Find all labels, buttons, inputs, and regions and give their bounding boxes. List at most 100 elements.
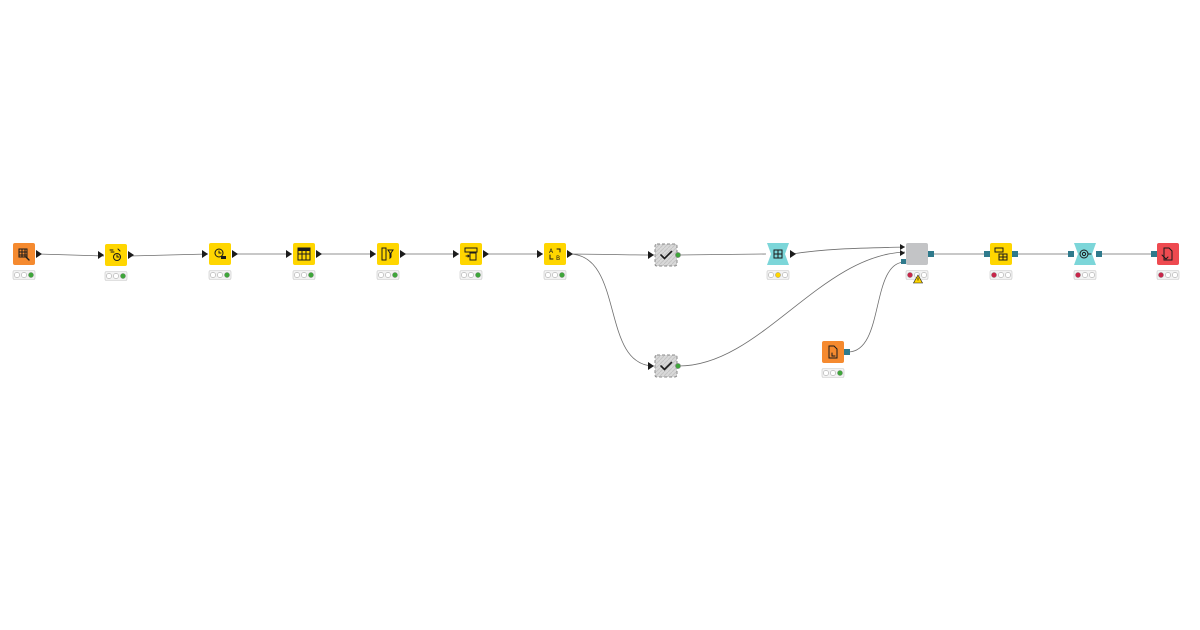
model-table-icon: [994, 247, 1008, 261]
status-light: [113, 273, 119, 279]
checkmark-icon: [660, 361, 673, 371]
node-body[interactable]: [654, 243, 678, 267]
workflow-node-file-reader[interactable]: [821, 341, 850, 378]
workflow-node-checkmark[interactable]: [648, 243, 681, 267]
workflow-node-datetime-extract[interactable]: [202, 243, 238, 280]
workflow-node-string-to-datetime[interactable]: [98, 244, 134, 281]
node-status-indicator: [543, 270, 567, 280]
node-body[interactable]: [105, 244, 127, 266]
workflow-node-model-predictor[interactable]: [1068, 243, 1102, 280]
workflow-node-checkmark[interactable]: [648, 354, 681, 378]
node-status-indicator: [208, 270, 232, 280]
status-light: [545, 272, 551, 278]
output-port-model[interactable]: [1096, 251, 1102, 257]
connection-line[interactable]: [847, 261, 906, 353]
workflow-node-model-learner[interactable]: [766, 243, 796, 280]
output-port-data[interactable]: [400, 250, 406, 258]
workflow-node-model-table[interactable]: [984, 243, 1018, 280]
output-port-data[interactable]: [232, 250, 238, 258]
status-light: [823, 370, 829, 376]
output-port-data[interactable]: [790, 250, 796, 258]
workflow-node-table-reader[interactable]: [12, 243, 42, 280]
input-port-data[interactable]: [900, 244, 905, 250]
status-light: [301, 272, 307, 278]
node-body[interactable]: [822, 341, 844, 363]
connection-line[interactable]: [568, 253, 655, 256]
node-status-indicator: [766, 270, 790, 280]
node-status-indicator: [1073, 270, 1097, 280]
status-light: [998, 272, 1004, 278]
output-port-variable[interactable]: [675, 252, 681, 258]
column-filter-icon: [381, 247, 394, 261]
status-light: [907, 272, 913, 278]
connection-line[interactable]: [678, 251, 906, 367]
node-status-indicator: [989, 270, 1013, 280]
input-port-data[interactable]: [900, 250, 905, 256]
node-body[interactable]: [654, 354, 678, 378]
status-light: [1172, 272, 1178, 278]
pivot-table-icon: [297, 247, 311, 261]
output-port-model[interactable]: [1012, 251, 1018, 257]
input-port-model[interactable]: [1068, 251, 1074, 257]
output-port-data[interactable]: [36, 250, 42, 258]
input-port-data[interactable]: [286, 250, 292, 258]
column-resorter-icon: [464, 247, 478, 261]
output-port-data[interactable]: [483, 250, 489, 258]
workflow-node-column-filter[interactable]: [370, 243, 406, 280]
status-light: [830, 370, 836, 376]
output-port-model[interactable]: [844, 349, 850, 355]
status-light: [837, 370, 843, 376]
node-body[interactable]: [377, 243, 399, 265]
status-light: [28, 272, 34, 278]
node-status-indicator: [292, 270, 316, 280]
connection-line[interactable]: [678, 253, 767, 256]
input-port-data[interactable]: [537, 250, 543, 258]
input-port-data[interactable]: [370, 250, 376, 258]
workflow-node-pivot-table[interactable]: [286, 243, 322, 280]
input-port-model[interactable]: [984, 251, 990, 257]
connection-line[interactable]: [37, 253, 105, 257]
status-light: [1089, 272, 1095, 278]
status-light: [224, 272, 230, 278]
workflow-node-model-writer[interactable]: [1151, 243, 1180, 280]
output-port-model[interactable]: [928, 251, 934, 257]
input-port-model[interactable]: [901, 259, 906, 264]
connection-line[interactable]: [568, 253, 655, 367]
status-light: [21, 272, 27, 278]
workflow-node-metanode[interactable]: [900, 243, 934, 284]
output-port-variable[interactable]: [675, 363, 681, 369]
input-port-data[interactable]: [648, 251, 654, 259]
connection-line[interactable]: [129, 253, 209, 257]
column-rename-icon: AB: [549, 248, 561, 262]
status-light: [782, 272, 788, 278]
status-light: [559, 272, 565, 278]
status-light: [1005, 272, 1011, 278]
input-port-data[interactable]: [453, 250, 459, 258]
node-body[interactable]: [209, 243, 231, 265]
node-body[interactable]: [1157, 243, 1179, 265]
input-port-data[interactable]: [98, 251, 104, 259]
output-port-data[interactable]: [316, 250, 322, 258]
workflow-node-column-resorter[interactable]: [453, 243, 489, 280]
input-port-model[interactable]: [1151, 251, 1157, 257]
node-body[interactable]: [1074, 243, 1096, 265]
input-port-data[interactable]: [648, 362, 654, 370]
node-body[interactable]: [13, 243, 35, 265]
status-light: [385, 272, 391, 278]
node-status-indicator: [1156, 270, 1180, 280]
status-light: [392, 272, 398, 278]
output-port-data[interactable]: [128, 251, 134, 259]
svg-text:A: A: [549, 248, 554, 255]
svg-text:B: B: [556, 255, 560, 262]
node-status-indicator: [12, 270, 36, 280]
node-body[interactable]: [460, 243, 482, 265]
workflow-node-column-rename[interactable]: AB: [537, 243, 573, 280]
connection-line[interactable]: [791, 246, 906, 255]
node-body[interactable]: [544, 243, 566, 265]
status-light: [210, 272, 216, 278]
input-port-data[interactable]: [202, 250, 208, 258]
output-port-data[interactable]: [567, 250, 573, 258]
status-light: [991, 272, 997, 278]
node-body[interactable]: [906, 243, 928, 265]
